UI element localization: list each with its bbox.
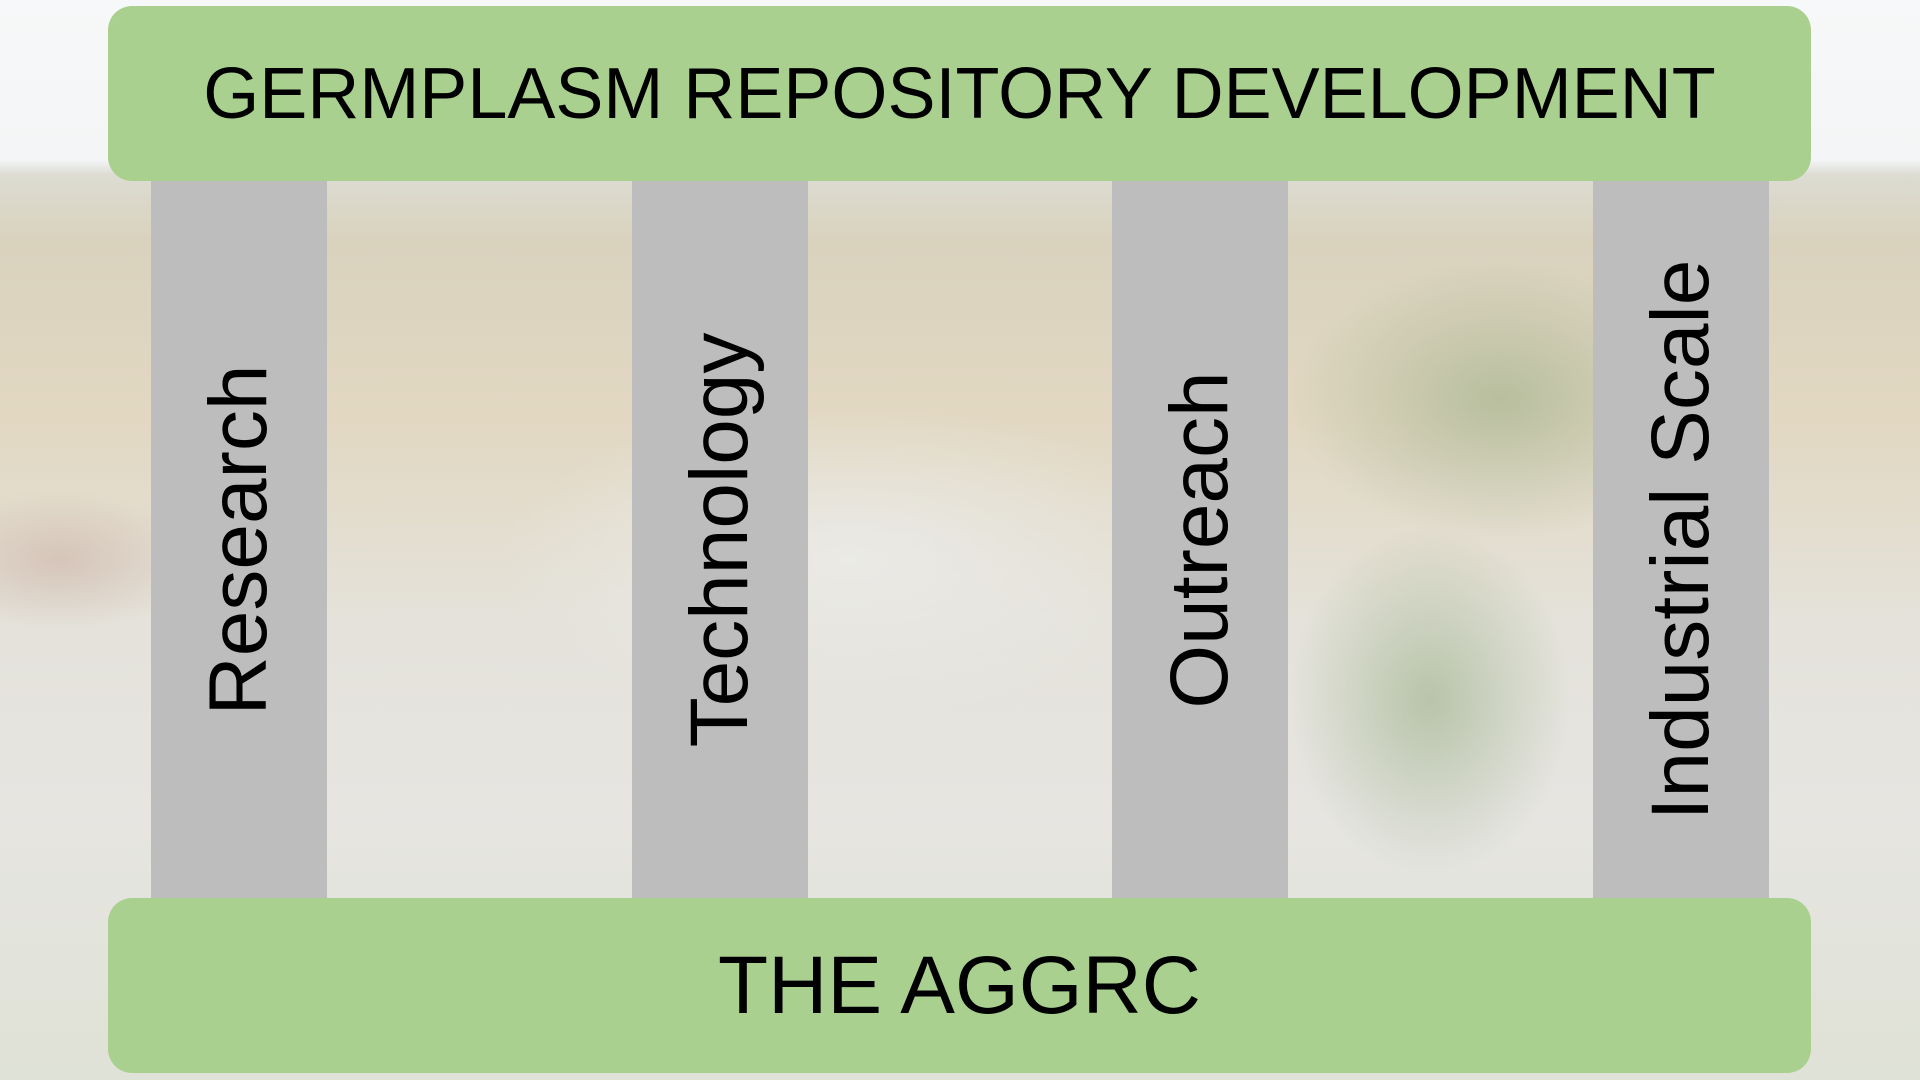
title-banner: GERMPLASM REPOSITORY DEVELOPMENT [108,6,1811,181]
pillar-outreach: Outreach [1112,181,1288,898]
pillar-label: Research [193,364,284,715]
foundation-text: THE AGGRC [718,939,1201,1031]
pillar-label: Industrial Scale [1635,259,1726,820]
pillar-industrial-scale: Industrial Scale [1593,181,1769,898]
pillar-technology: Technology [632,181,808,898]
pillar-research: Research [151,181,327,898]
title-text: GERMPLASM REPOSITORY DEVELOPMENT [203,53,1716,134]
pillar-label: Technology [674,332,765,747]
pillar-label: Outreach [1154,370,1245,709]
foundation-banner: THE AGGRC [108,898,1811,1073]
